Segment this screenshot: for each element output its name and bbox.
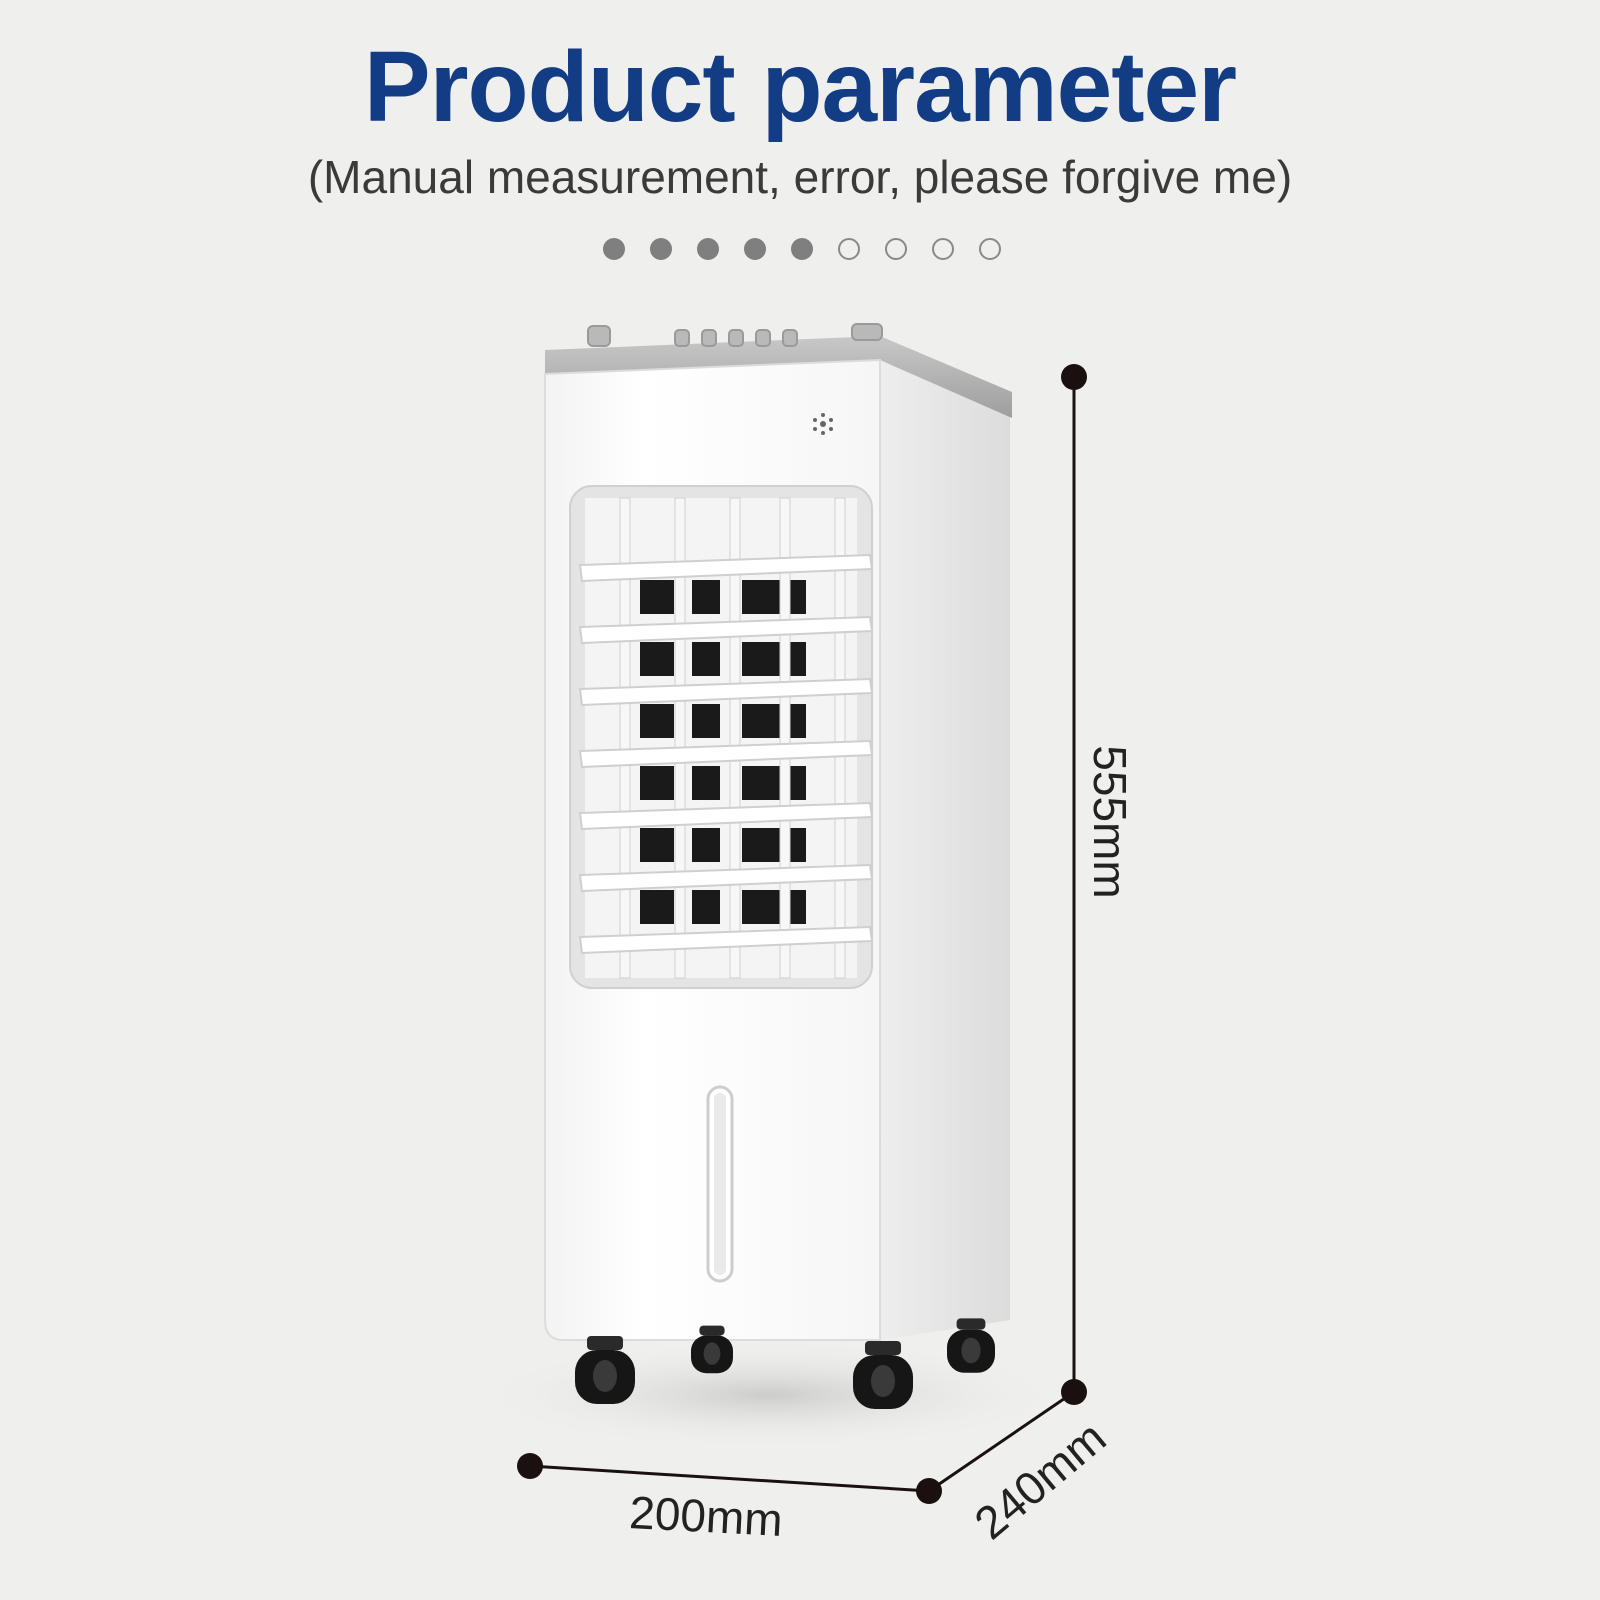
louver-blade	[578, 553, 874, 583]
louver-blade	[578, 677, 874, 707]
pagination-dots	[603, 238, 1001, 268]
grille-opening	[692, 828, 720, 862]
louvers	[578, 553, 874, 955]
grille-divider	[729, 497, 741, 979]
height-dimension-label: 555mm	[1084, 745, 1136, 899]
grille-opening	[742, 890, 784, 924]
pagination-dot[interactable]	[838, 238, 860, 260]
grille-opening	[692, 642, 720, 676]
indicator-light-icon	[813, 413, 833, 435]
pagination-dot[interactable]	[932, 238, 954, 260]
caster-wheels	[575, 1318, 995, 1409]
grille-opening	[640, 642, 674, 676]
grille-opening	[692, 766, 720, 800]
dimension-endpoints	[517, 364, 1087, 1504]
water-level-inner	[714, 1093, 726, 1275]
pagination-dot[interactable]	[650, 238, 672, 260]
page-subtitle: (Manual measurement, error, please forgi…	[307, 151, 1293, 203]
louver-blade	[578, 739, 874, 769]
top-rim	[545, 336, 1012, 418]
louver-blade	[578, 801, 874, 831]
louver-blade	[578, 925, 874, 955]
grille-divider	[834, 497, 846, 979]
grille-opening	[788, 890, 806, 924]
grille-opening	[742, 766, 784, 800]
grille-opening	[692, 890, 720, 924]
grille-opening	[788, 642, 806, 676]
pagination-dot[interactable]	[979, 238, 1001, 260]
caster-wheel	[691, 1325, 733, 1374]
pagination-dot[interactable]	[885, 238, 907, 260]
grille-opening	[692, 704, 720, 738]
grille-opening	[640, 766, 674, 800]
grille-openings	[640, 580, 806, 924]
grille-opening	[640, 580, 674, 614]
grille-opening	[640, 828, 674, 862]
grille-opening	[788, 766, 806, 800]
control-knobs	[587, 323, 883, 347]
pagination-dot[interactable]	[791, 238, 813, 260]
grille-opening	[788, 580, 806, 614]
grille-divider	[779, 497, 791, 979]
caster-wheel	[853, 1341, 913, 1409]
louver-blade	[578, 863, 874, 893]
grille-opening	[742, 828, 784, 862]
caster-wheel	[575, 1336, 635, 1404]
width-dimension-label: 200mm	[628, 1486, 784, 1546]
grille-opening	[692, 580, 720, 614]
grille-divider	[674, 497, 686, 979]
grille-opening	[640, 890, 674, 924]
page-title: Product parameter	[363, 31, 1237, 143]
dimension-lines	[529, 377, 1076, 1493]
grille-opening	[640, 704, 674, 738]
side-panel	[880, 348, 1010, 1340]
grille-opening	[742, 580, 784, 614]
grille-opening	[742, 642, 784, 676]
pagination-dot[interactable]	[697, 238, 719, 260]
caster-wheel	[947, 1318, 995, 1373]
pagination-dot[interactable]	[603, 238, 625, 260]
louver-blade	[578, 615, 874, 645]
grille-dividers	[619, 497, 846, 979]
grille-opening	[788, 828, 806, 862]
grille-opening	[788, 704, 806, 738]
pagination-dot[interactable]	[744, 238, 766, 260]
grille-divider	[619, 497, 631, 979]
grille-opening	[742, 704, 784, 738]
